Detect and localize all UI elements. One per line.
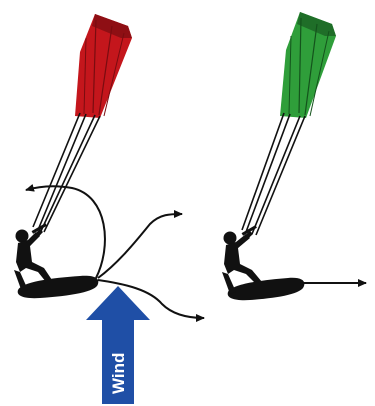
- kiteboard: [228, 278, 305, 300]
- left-kite: [75, 14, 132, 118]
- wind-arrow: Wind: [86, 286, 150, 404]
- kiteboarder-left: [14, 223, 98, 298]
- wind-label: Wind: [109, 353, 128, 394]
- kiteboard: [18, 276, 99, 298]
- kiteboarder-icon: [16, 223, 53, 282]
- kiteboarder-right: [222, 225, 304, 300]
- left-kite-lines: [33, 113, 100, 232]
- right-kite: [280, 12, 336, 118]
- upwind-arrow: [98, 214, 182, 278]
- right-kite-lines: [242, 113, 305, 235]
